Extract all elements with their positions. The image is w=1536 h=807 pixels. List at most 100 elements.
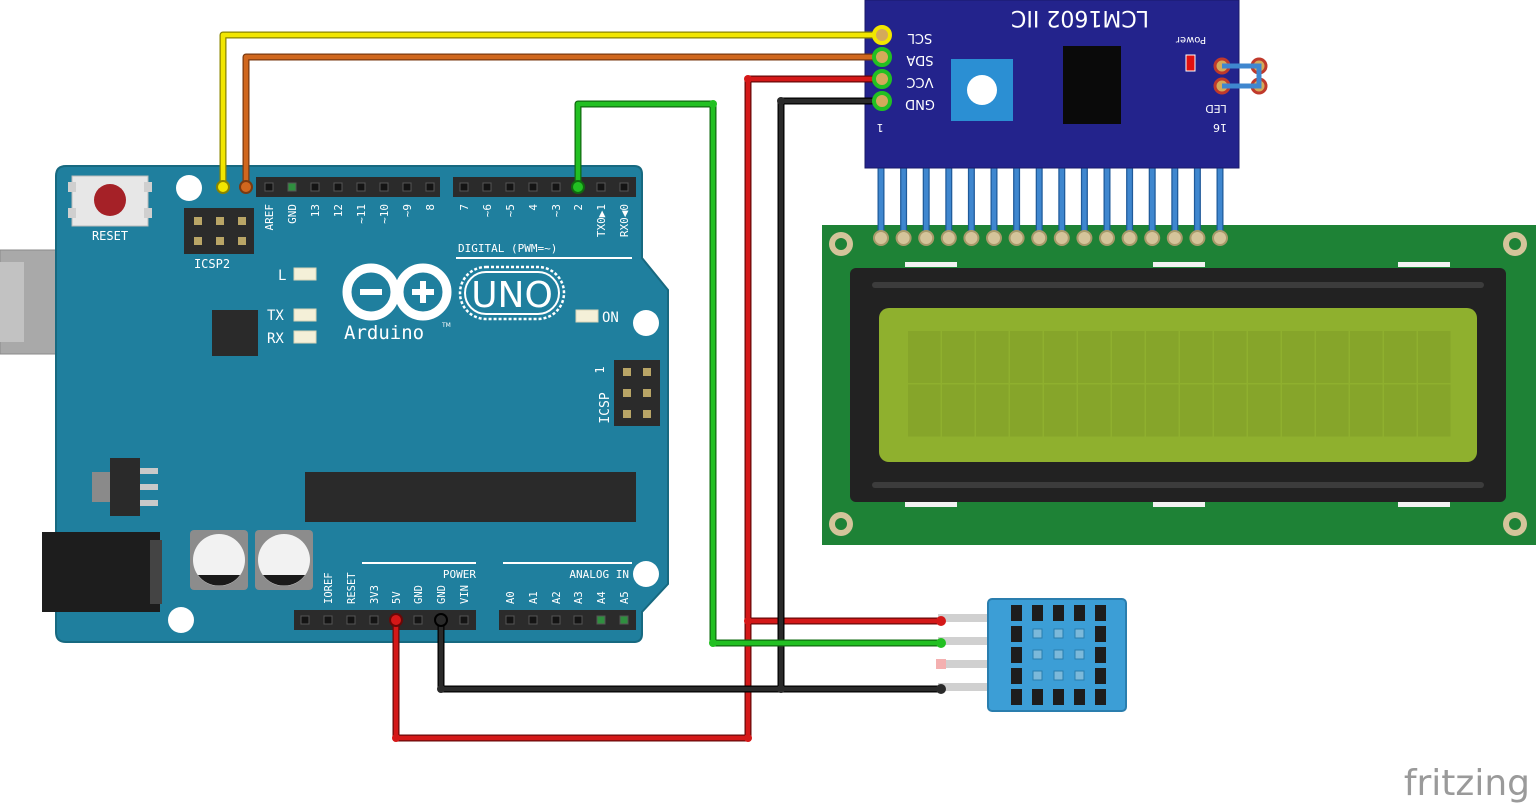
digital-pin[interactable] xyxy=(402,182,412,192)
main-mcu-chip xyxy=(305,472,636,522)
dht-vent-hole xyxy=(1032,670,1043,681)
digital-header-right xyxy=(453,177,636,197)
analog-pin[interactable] xyxy=(619,615,629,625)
i2c-pin-vcc[interactable] xyxy=(872,69,892,89)
digital-pin[interactable] xyxy=(459,182,469,192)
digital-pin-label: 7 xyxy=(458,204,471,211)
power-led-label: Power xyxy=(1175,34,1206,45)
dht-vent-slot xyxy=(1011,668,1022,684)
digital-pin[interactable] xyxy=(356,182,366,192)
digital-pin[interactable] xyxy=(264,182,274,192)
board-body xyxy=(55,165,669,643)
power-pin-label: 3V3 xyxy=(369,585,381,604)
dht11-vent-grid xyxy=(1011,605,1106,705)
lcd-pin xyxy=(1144,230,1161,246)
i2c-title: LCM1602 IIC xyxy=(1011,5,1149,30)
power-pin[interactable] xyxy=(459,615,469,625)
digital-pin[interactable] xyxy=(425,182,435,192)
i2c-pin-sda[interactable] xyxy=(872,47,892,67)
dht-vent-hole xyxy=(1032,628,1043,639)
capacitor xyxy=(190,530,248,590)
power-pin[interactable] xyxy=(323,615,333,625)
uno-logo xyxy=(458,265,566,321)
digital-pin[interactable] xyxy=(379,182,389,192)
lcd-char-cell xyxy=(908,331,941,383)
dc-jack xyxy=(42,532,160,612)
lcd-char-cell xyxy=(942,331,975,383)
analog-pin-label: A0 xyxy=(505,591,517,604)
i2c-pin-gnd[interactable] xyxy=(872,91,892,111)
led-tx-label: TX xyxy=(267,308,284,324)
dht-vent-slot xyxy=(1095,626,1106,642)
analog-pin[interactable] xyxy=(505,615,515,625)
lcd-char-cell xyxy=(1044,331,1077,383)
i2c-chip xyxy=(1063,46,1121,124)
lcd-pin xyxy=(1212,230,1228,246)
i2c-pin-scl[interactable] xyxy=(872,25,892,45)
lcd-char-cell xyxy=(1180,384,1213,437)
lcd-1602-module xyxy=(822,225,1536,545)
digital-pin[interactable] xyxy=(333,182,343,192)
power-pin[interactable] xyxy=(300,615,310,625)
digital-pin[interactable] xyxy=(596,182,606,192)
dht-vent-slot xyxy=(1095,689,1106,705)
fritzing-watermark: fritzing xyxy=(1404,763,1530,804)
dht-vent-slot xyxy=(1011,689,1022,705)
i2c-pin-label-vcc: VCC xyxy=(906,74,933,89)
dht11-sensor xyxy=(938,598,1127,712)
lcd-pin xyxy=(1099,230,1115,246)
lcd-pin xyxy=(895,230,912,246)
lcd-pin xyxy=(963,230,980,246)
mount-hole xyxy=(633,561,659,587)
digital-pin[interactable] xyxy=(551,182,561,192)
digital-pin[interactable] xyxy=(310,182,320,192)
led-jumper[interactable] xyxy=(1213,57,1268,95)
analog-pin-label: A4 xyxy=(596,591,608,604)
mount-hole xyxy=(633,310,659,336)
dht-vent-slot xyxy=(1095,668,1106,684)
lcd-char-cell xyxy=(1146,384,1179,437)
lcd-char-cell xyxy=(1214,384,1247,437)
analog-pin-label: A5 xyxy=(619,591,631,604)
power-pin[interactable] xyxy=(346,615,356,625)
analog-pin-label: A3 xyxy=(573,591,585,604)
analog-header xyxy=(499,610,636,630)
digital-pin[interactable] xyxy=(482,182,492,192)
analog-pin[interactable] xyxy=(596,615,606,625)
lcd-pin xyxy=(1031,230,1048,246)
lcd-char-cell xyxy=(1384,384,1417,437)
icsp-label: ICSP xyxy=(598,392,613,423)
led-l-label: L xyxy=(278,268,286,284)
digital-pin-label: 13 xyxy=(309,204,322,217)
digital-pin[interactable] xyxy=(287,182,297,192)
reset-button[interactable] xyxy=(68,175,152,227)
power-pin[interactable] xyxy=(413,615,423,625)
power-led xyxy=(1185,54,1196,72)
lcd-pin xyxy=(1121,230,1138,246)
led-l-indicator xyxy=(293,267,317,281)
power-pin[interactable] xyxy=(369,615,379,625)
led-tx-indicator xyxy=(293,308,317,322)
digital-pin[interactable] xyxy=(619,182,629,192)
lcd-char-cell xyxy=(1010,331,1043,383)
contrast-potentiometer[interactable] xyxy=(951,59,1013,121)
power-pin-label: GND xyxy=(413,585,425,604)
digital-pin[interactable] xyxy=(505,182,515,192)
power-pin-label: IOREF xyxy=(323,572,335,604)
digital-pin[interactable] xyxy=(528,182,538,192)
digital-pin-label: 4 xyxy=(527,204,540,211)
digital-pin-label: ~10 xyxy=(378,204,391,224)
analog-pin-label: A1 xyxy=(528,591,540,604)
digital-pin-label: 8 xyxy=(424,204,437,211)
dht-vent-slot xyxy=(1053,605,1064,621)
lcd-char-cell xyxy=(1418,384,1451,437)
analog-pin[interactable] xyxy=(551,615,561,625)
analog-pin[interactable] xyxy=(573,615,583,625)
analog-pin[interactable] xyxy=(528,615,538,625)
i2c-pin-label-sda: SDA xyxy=(906,52,933,67)
lcd-char-cell xyxy=(1316,331,1349,383)
lcd-pin xyxy=(1053,230,1070,246)
